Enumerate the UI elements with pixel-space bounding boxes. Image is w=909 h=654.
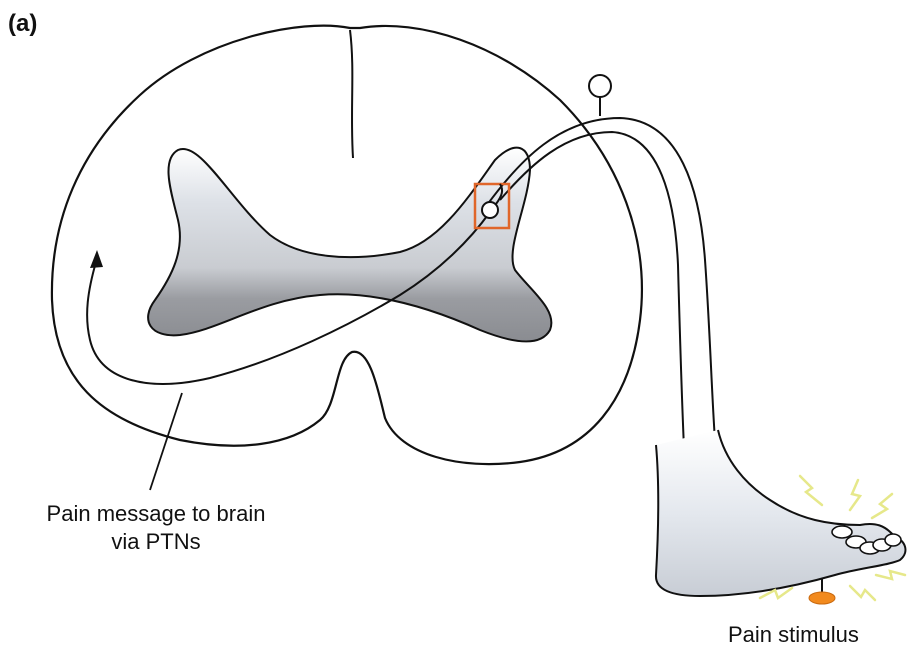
grey-matter <box>148 148 551 342</box>
pain-message-line-1: Pain message to brain <box>6 500 306 528</box>
synapse-circle <box>482 202 498 218</box>
spinal-cord-outline <box>52 26 642 464</box>
pain-message-label: Pain message to brain via PTNs <box>6 500 306 556</box>
ganglion-cell-body <box>589 75 611 97</box>
pain-message-line-2: via PTNs <box>6 528 306 556</box>
ascending-arrowhead <box>90 250 103 268</box>
stimulus-icon <box>809 592 835 604</box>
panel-label: (a) <box>8 10 37 38</box>
posterior-median-septum <box>350 30 353 158</box>
foot-outline <box>656 430 905 596</box>
label-leader-line <box>150 393 182 490</box>
pain-stimulus-label: Pain stimulus <box>728 622 859 648</box>
